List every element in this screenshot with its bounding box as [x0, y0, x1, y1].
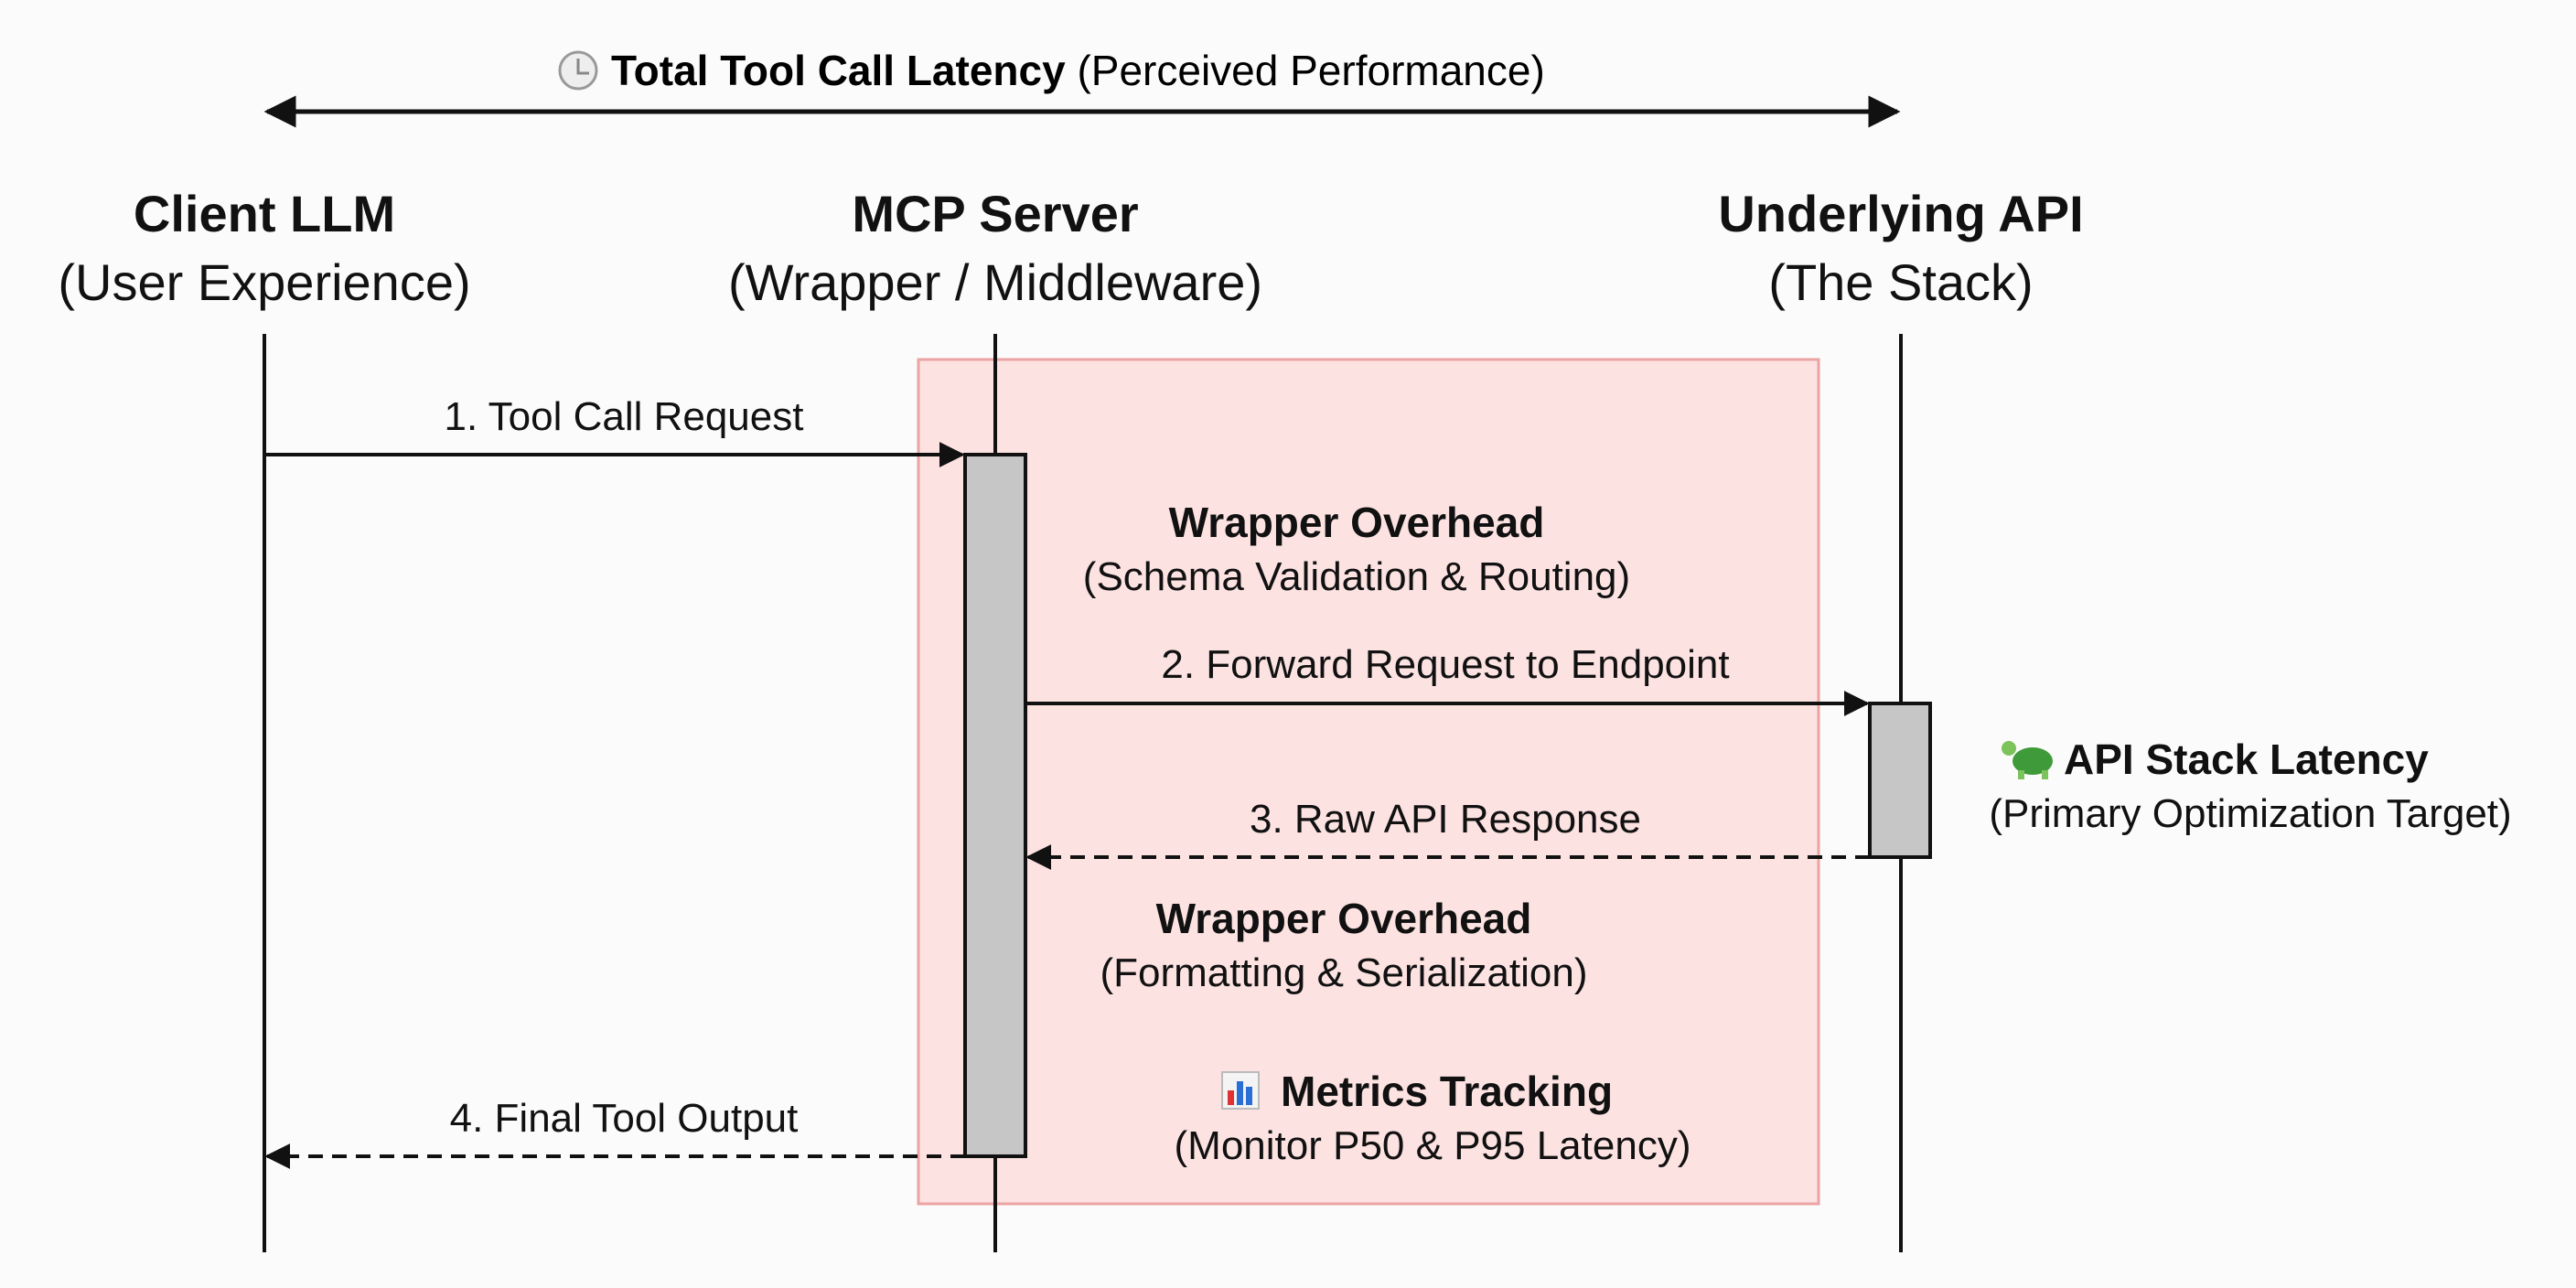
participant-mcp-server: MCP Server (Wrapper / Middleware)	[728, 185, 1262, 311]
svg-text:(Formatting & Serialization): (Formatting & Serialization)	[1100, 950, 1587, 995]
turtle-icon	[2002, 741, 2053, 779]
svg-text:(Monitor P50 & P95 Latency): (Monitor P50 & P95 Latency)	[1175, 1123, 1691, 1168]
svg-text:3. Raw API Response: 3. Raw API Response	[1250, 797, 1641, 842]
svg-text:4. Final Tool Output: 4. Final Tool Output	[450, 1096, 799, 1141]
note-api-stack-latency: API Stack Latency (Primary Optimization …	[1989, 735, 2511, 836]
svg-text:MCP Server: MCP Server	[852, 185, 1138, 242]
note-metrics-tracking: Metrics Tracking (Monitor P50 & P95 Late…	[1175, 1068, 1691, 1168]
activation-underlying-api	[1868, 702, 1932, 859]
svg-text:(User Experience): (User Experience)	[58, 253, 470, 311]
svg-text:Underlying API: Underlying API	[1718, 185, 2083, 242]
message-final-tool-output: 4. Final Tool Output	[264, 1096, 965, 1169]
svg-text:(Wrapper / Middleware): (Wrapper / Middleware)	[728, 253, 1262, 311]
wrapper-overhead-region	[917, 358, 1820, 1206]
svg-text:(The Stack): (The Stack)	[1768, 253, 2033, 311]
participant-underlying-api: Underlying API (The Stack)	[1718, 185, 2083, 311]
svg-text:(Schema Validation & Routing): (Schema Validation & Routing)	[1083, 554, 1630, 599]
message-raw-api-response: 3. Raw API Response	[1025, 797, 1870, 870]
svg-text:2. Forward Request to Endpoint: 2. Forward Request to Endpoint	[1161, 642, 1729, 687]
note-wrapper-overhead-serialization: Wrapper Overhead (Formatting & Serializa…	[1100, 895, 1587, 995]
activation-mcp-server	[963, 453, 1027, 1158]
svg-text:Wrapper Overhead: Wrapper Overhead	[1156, 895, 1532, 942]
participant-client-llm: Client LLM (User Experience)	[58, 185, 470, 311]
clock-icon	[558, 50, 598, 91]
bar-chart-icon	[1221, 1071, 1260, 1110]
svg-text:(Primary Optimization Target): (Primary Optimization Target)	[1989, 791, 2511, 836]
svg-text:Wrapper Overhead: Wrapper Overhead	[1169, 499, 1545, 546]
svg-text:Client LLM: Client LLM	[134, 185, 395, 242]
message-forward-request: 2. Forward Request to Endpoint	[1025, 642, 1870, 716]
message-tool-call-request: 1. Tool Call Request	[264, 394, 965, 467]
total-latency-title: Total Tool Call Latency (Perceived Perfo…	[611, 47, 1545, 94]
svg-text:API Stack Latency: API Stack Latency	[2064, 735, 2429, 783]
svg-text:1. Tool Call Request: 1. Tool Call Request	[445, 394, 804, 439]
note-wrapper-overhead-validation: Wrapper Overhead (Schema Validation & Ro…	[1083, 499, 1630, 599]
total-latency-header: Total Tool Call Latency (Perceived Perfo…	[263, 47, 1901, 128]
svg-text:Metrics Tracking: Metrics Tracking	[1281, 1068, 1613, 1115]
